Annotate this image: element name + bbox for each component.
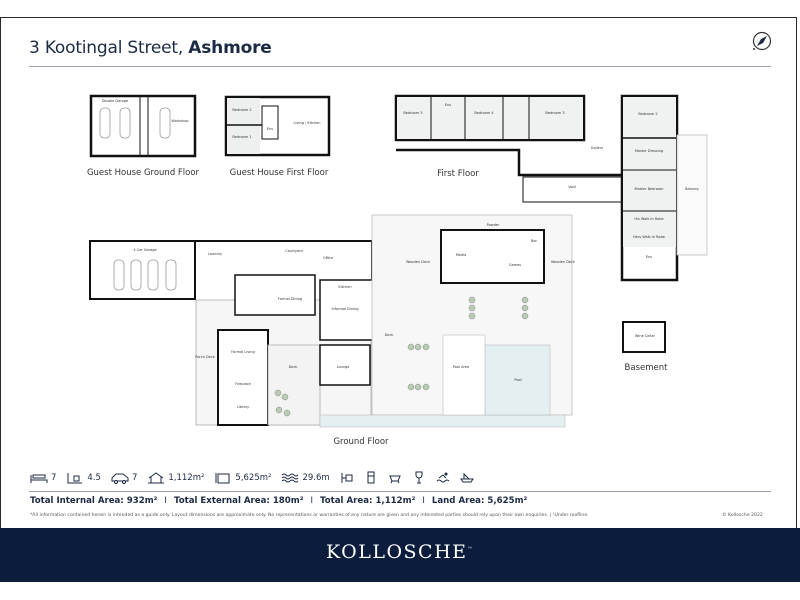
room-label: Master Bedroom — [635, 187, 664, 191]
page-frame — [0, 17, 797, 582]
separator: I — [422, 496, 425, 506]
house-area: 1,112m² — [168, 472, 205, 483]
plan-label-guest-first: Guest House First Floor — [230, 168, 329, 178]
separator: I — [164, 496, 167, 506]
pool-size: 29.6m — [302, 472, 330, 483]
basement-plan — [622, 321, 666, 353]
brand-name: KOLLOSCHE — [325, 541, 468, 563]
room-label: Library — [237, 405, 249, 409]
copyright: © Kollosche 2022 — [722, 513, 763, 518]
room-label: Pool — [514, 378, 521, 382]
room-label: Porch Deck — [195, 355, 216, 359]
separator: I — [310, 496, 314, 506]
room-label: Kitchen — [338, 285, 351, 289]
room-label: Bedroom 1 — [232, 135, 251, 139]
land-area-icon — [215, 472, 230, 483]
room-label: Lounge — [337, 365, 350, 369]
room-label: Wooden Deck — [406, 260, 431, 264]
room-label: Fireplace — [235, 382, 251, 386]
room-label: Powder — [487, 223, 500, 227]
room-label: Bedroom 2 — [232, 108, 251, 112]
room-label: Deck — [385, 333, 395, 337]
ground-floor-plan — [89, 214, 573, 428]
area-totals: Total Internal Area: 932m² I Total Externa… — [30, 496, 527, 506]
suburb: Ashmore — [188, 38, 272, 58]
total-internal-area: Total Internal Area: 932m² — [30, 496, 158, 506]
fridge-icon — [367, 471, 375, 484]
car-icon — [111, 473, 129, 484]
room-label: Bedroom 2 — [638, 112, 657, 116]
room-label: Double Garage — [102, 99, 128, 103]
room-label: His Walk-in Robe — [634, 217, 663, 221]
room-label: Formal Dining — [278, 297, 302, 301]
room-label: Gallery — [591, 146, 603, 150]
beds-count: 7 — [51, 472, 57, 483]
room-label: Media — [456, 253, 467, 257]
guest-house-first-floor-plan — [224, 95, 331, 157]
room-label: Bedroom 5 — [403, 111, 422, 115]
room-label: Void — [568, 185, 575, 189]
bed-icon — [30, 474, 48, 483]
room-label: Bedroom 4 — [474, 111, 494, 115]
room-label: Ens — [445, 103, 451, 107]
room-label: Living / Kitchen — [294, 121, 321, 125]
brand-footer: KOLLOSCHE™ — [0, 528, 800, 582]
room-label: Workshop — [171, 119, 189, 123]
divider — [29, 66, 771, 67]
plan-label-basement: Basement — [625, 363, 669, 373]
room-label: Ens — [267, 127, 273, 131]
room-label: Balcony — [685, 187, 699, 191]
room-label: Formal Living — [231, 350, 254, 354]
room-label: Ens — [646, 255, 652, 259]
house-area-icon — [148, 471, 165, 483]
total-external-area: Total External Area: 180m² — [173, 496, 304, 506]
car-icons — [99, 107, 177, 291]
bath-icon — [67, 472, 83, 483]
swimmer-icon — [436, 472, 450, 483]
bbq-icon — [388, 475, 401, 484]
disclaimer: *All information contained herein is int… — [30, 513, 589, 518]
room-label: Master Dressing — [635, 149, 663, 153]
room-label: Informal Dining — [332, 307, 359, 311]
baths-count: 4.5 — [87, 472, 101, 483]
room-label: 4 Car Garage — [133, 248, 156, 252]
room-label: Deck — [289, 365, 299, 369]
pool-icon — [282, 473, 299, 482]
cars-count: 7 — [131, 472, 138, 483]
room-label: Bar — [531, 239, 538, 243]
total-area: Total Area: 1,112m² — [320, 496, 416, 506]
property-stats: 7 4.5 7 1,112m² 5,625m² 29.6m — [30, 471, 474, 484]
divider — [29, 491, 771, 492]
air-conditioning-icon — [341, 473, 353, 483]
room-label: Pool Area — [453, 365, 469, 369]
floor-plans: Double Garage Workshop Bedroom 2 Bedroom… — [87, 94, 708, 447]
room-label: Laundry — [208, 252, 222, 256]
compass-icon — [752, 31, 772, 51]
room-label: Courtyard — [285, 249, 302, 253]
room-label: Games — [509, 263, 521, 267]
plan-label-ground-floor: Ground Floor — [333, 437, 389, 447]
room-label: Wooden Deck — [551, 260, 576, 264]
room-label: Bedroom 3 — [545, 111, 564, 115]
land-area: 5,625m² — [235, 472, 272, 483]
room-label: Hers Walk-in Robe — [633, 235, 665, 239]
plan-label-first-floor: First Floor — [437, 169, 479, 179]
land-area-total: Land Area: 5,625m² — [431, 496, 528, 506]
street: 3 Kootingal Street, — [29, 38, 189, 58]
plan-label-guest-ground: Guest House Ground Floor — [87, 168, 200, 178]
room-label: Office — [323, 256, 333, 260]
guest-house-ground-floor-plan — [89, 94, 197, 158]
page-title: 3 Kootingal Street, Ashmore — [29, 38, 272, 58]
kollosche-logo: KOLLOSCHE™ — [0, 541, 800, 563]
garden-plants — [274, 296, 529, 417]
first-floor-plan — [394, 94, 708, 282]
room-label: Wine Cellar — [635, 334, 656, 338]
boat-icon — [459, 472, 474, 483]
trademark: ™ — [467, 546, 475, 553]
wine-icon — [415, 471, 423, 484]
